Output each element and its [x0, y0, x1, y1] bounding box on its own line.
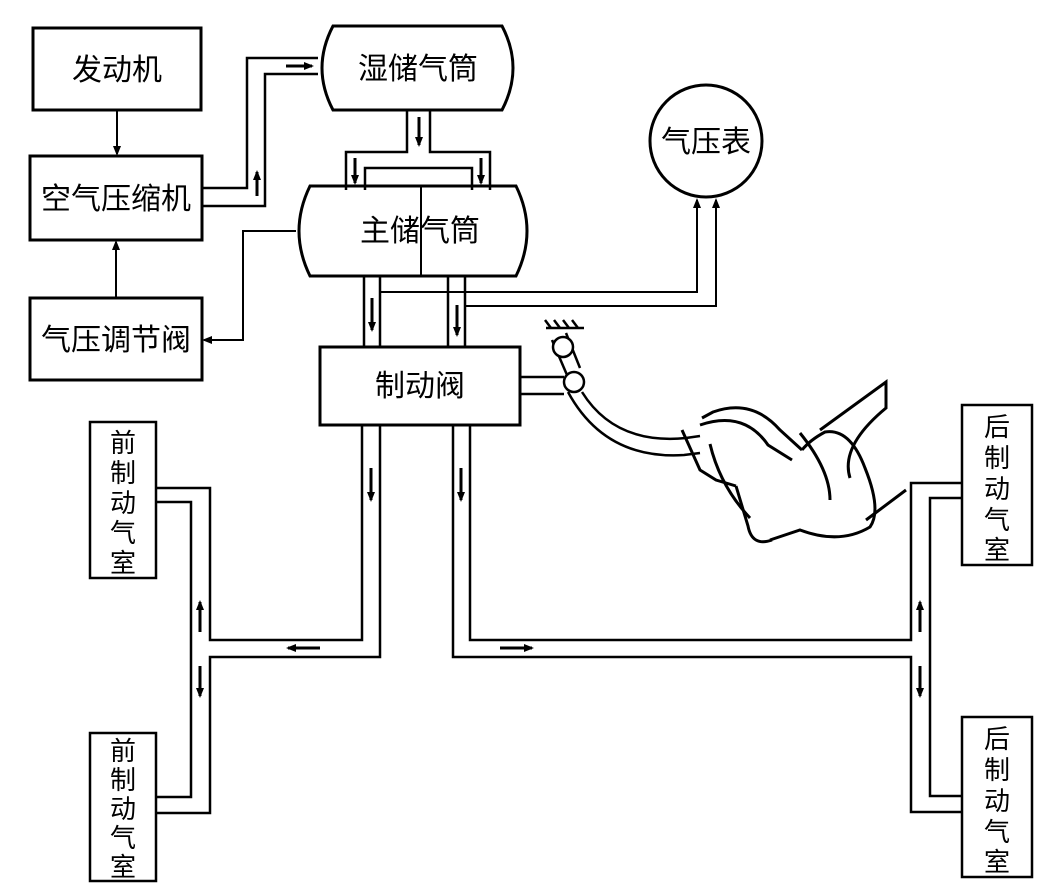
compressor-label: 空气压缩机	[41, 182, 191, 217]
chamber-char: 室	[984, 848, 1010, 878]
front-brake-chamber-upper: 前 制 动 气 室	[88, 420, 158, 580]
front-circuit-pipe	[156, 425, 382, 815]
main-tank: 主储气筒	[297, 184, 529, 278]
wet-tank-to-main-tank-pipe	[344, 110, 492, 190]
rear-circuit-pipe	[451, 425, 962, 814]
chamber-char: 后	[984, 725, 1010, 755]
chamber-char: 制	[110, 459, 136, 489]
foot-icon	[680, 379, 907, 544]
chamber-char: 动	[110, 489, 136, 519]
gauge-lines	[380, 198, 720, 307]
brake-valve-block: 制动阀	[318, 345, 522, 427]
chamber-char: 前	[110, 429, 136, 459]
gauge-label: 气压表	[661, 125, 751, 160]
chamber-char: 制	[984, 444, 1010, 474]
chamber-char: 气	[984, 818, 1010, 848]
main-tank-to-brake-valve-pipes	[362, 276, 467, 347]
regulator-label: 气压调节阀	[41, 323, 191, 358]
rear-brake-chamber-upper: 后 制 动 气 室	[960, 403, 1034, 567]
brake-valve-label: 制动阀	[375, 369, 465, 404]
chamber-char: 室	[984, 536, 1010, 566]
wet-tank: 湿储气筒	[320, 24, 515, 112]
chamber-char: 气	[984, 506, 1010, 536]
pressure-gauge: 气压表	[648, 83, 764, 199]
chamber-char: 室	[110, 853, 136, 883]
chamber-char: 制	[110, 766, 136, 796]
chamber-char: 前	[110, 737, 136, 767]
engine-block: 发动机	[31, 26, 203, 112]
chamber-char: 动	[984, 475, 1010, 505]
compressor-block: 空气压缩机	[28, 154, 204, 242]
chamber-char: 制	[984, 756, 1010, 786]
regulator-block: 气压调节阀	[28, 296, 204, 382]
chamber-char: 动	[984, 787, 1010, 817]
engine-label: 发动机	[72, 53, 162, 88]
brake-pedal-linkage	[520, 319, 701, 457]
chamber-char: 后	[984, 413, 1010, 443]
main-tank-label: 主储气筒	[360, 214, 480, 249]
chamber-char: 动	[110, 795, 136, 825]
compressor-to-wet-tank-pipe	[202, 56, 318, 208]
chamber-char: 气	[110, 824, 136, 854]
front-brake-chamber-lower: 前 制 动 气 室	[88, 731, 158, 883]
wet-tank-label: 湿储气筒	[358, 52, 478, 87]
main-tank-to-regulator-line	[202, 230, 296, 344]
chamber-char: 气	[110, 519, 136, 549]
rear-brake-chamber-lower: 后 制 动 气 室	[960, 715, 1034, 879]
chamber-char: 室	[110, 549, 136, 579]
flow-arrows	[196, 62, 924, 698]
